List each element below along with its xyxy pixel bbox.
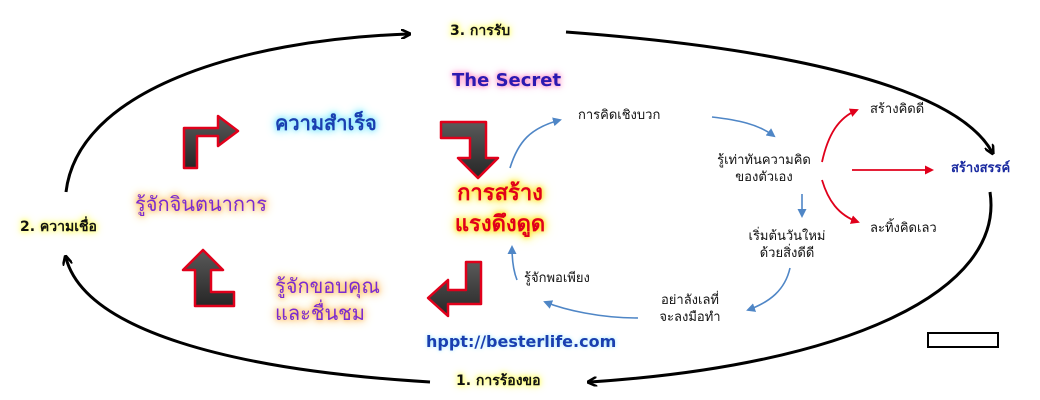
branch-to-create-good [821,108,859,163]
creative-label: สร้างสรรค์ [951,161,1011,176]
new-day-label-line1: เริ่มต้นวันใหม่ [748,229,826,244]
connector-sufficiency-to-center [507,245,518,281]
website-url: hppt://besterlife.com [426,332,617,351]
center-label-line2: แรงดึงดูด [454,212,546,237]
center-label-line1: การสร้าง [457,181,543,206]
connector-center-to-positive [509,117,562,169]
act-label-line1: อย่าลังเลที่ [660,293,720,308]
drop-bad-label: ละทิ้งคิดเลว [870,221,937,236]
act-label-line2: จะลงมือทำ [659,310,721,325]
success-label: ความสำเร็จ [275,111,377,135]
sufficiency-label: รู้จักพอเพียง [524,271,590,286]
positive-thinking-label: การคิดเชิงบวก [578,108,661,123]
imagination-label: รู้จักจินตนาการ [135,192,267,216]
self-aware-label-line1: รู้เท่าทันความคิด [717,153,811,168]
diagram-title: The Secret [452,70,562,91]
elbow-arrow-up-right [182,114,240,170]
step-belief-label: 2. ความเชื่อ [20,219,97,235]
outer-arc-bottom-right [590,191,993,382]
new-day-label-line2: ด้วยสิ่งดีดี [759,246,815,261]
step-receive-label: 3. การรับ [450,23,511,39]
connector-positive-to-aware [711,116,776,138]
branch-to-drop-bad [821,179,860,224]
connector-newday-to-act [746,267,791,312]
outer-arc-bottom-left [66,258,431,384]
elbow-arrow-down-left [426,260,483,318]
empty-box [927,332,999,348]
gratitude-label-line1: รู้จักขอบคุณ [275,274,380,298]
gratitude-label-line2: และชื่นชม [275,301,365,325]
create-good-label: สร้างคิดดี [870,102,925,117]
self-aware-label-line2: ของตัวเอง [735,170,793,185]
outer-arc-top-left [64,34,408,193]
step-request-label: 1. การร้องขอ [456,373,541,389]
connector-act-to-sufficiency [543,300,639,319]
elbow-arrow-left-up [181,248,236,308]
elbow-arrow-right-down [439,120,500,180]
outer-arc-top-right [565,30,992,152]
